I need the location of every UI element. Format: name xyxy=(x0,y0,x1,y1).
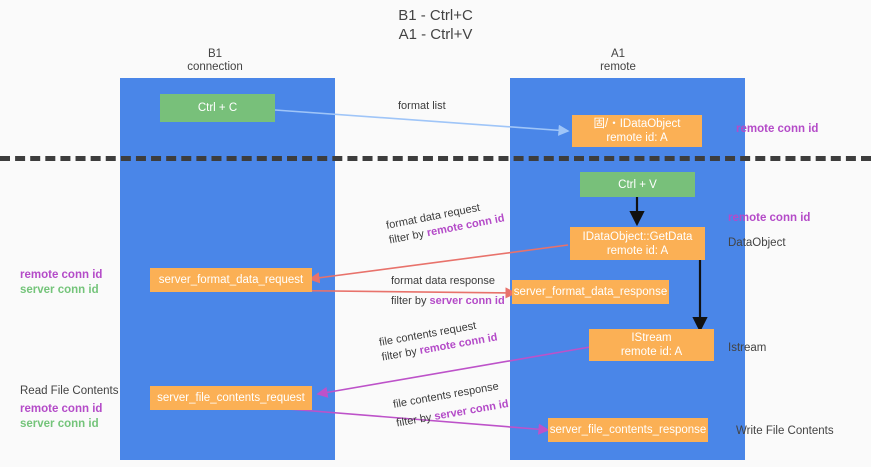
column-header-b1: B1 connection xyxy=(155,48,275,74)
node-server-file-contents-response[interactable]: server_file_contents_response xyxy=(548,418,708,442)
node-server-format-data-response-label: server_format_data_response xyxy=(513,286,668,298)
node-data-object[interactable]: 固/・IDataObject remote id: A xyxy=(572,115,702,147)
node-server-file-contents-response-label: server_file_contents_response xyxy=(549,424,707,436)
edge-label-format-data-response-line-1: format data response xyxy=(391,275,495,287)
annotation-remote-conn-id-top: remote conn id xyxy=(736,123,819,135)
annotation-remote-conn-id-mid: remote conn id xyxy=(728,212,811,224)
node-get-data-line-1: IDataObject::GetData xyxy=(582,230,693,243)
node-server-format-data-request[interactable]: server_format_data_request xyxy=(150,268,312,292)
title-line-2: A1 - Ctrl+V xyxy=(398,26,473,43)
annotation-istream: Istream xyxy=(728,342,767,354)
annotation-left-remote-conn-id-bottom: remote conn id xyxy=(20,403,103,415)
phase-separator xyxy=(0,156,871,161)
edge-label-fcres-prefix: filter by xyxy=(395,411,436,430)
node-server-format-data-request-label: server_format_data_request xyxy=(158,274,304,286)
node-server-file-contents-request-label: server_file_contents_request xyxy=(157,392,305,404)
edge-label-format-list: format list xyxy=(398,99,446,114)
edge-label-format-data-response: format data response filter by server co… xyxy=(391,274,505,309)
title-line-1: B1 - Ctrl+C xyxy=(398,7,473,24)
annotation-left-server-conn-id-bottom: server conn id xyxy=(20,418,99,430)
edge-label-file-contents-request: file contents request filter by remote c… xyxy=(378,316,499,366)
annotation-read-file-contents: Read File Contents xyxy=(20,385,119,397)
node-istream-line-1: IStream xyxy=(631,332,672,344)
column-header-a1-name: A1 xyxy=(610,48,626,60)
edge-label-fdres-key: server conn id xyxy=(429,295,505,307)
node-ctrl-v[interactable]: Ctrl + V xyxy=(580,172,695,197)
column-header-a1: A1 remote xyxy=(558,48,678,74)
node-ctrl-c[interactable]: Ctrl + C xyxy=(160,94,275,122)
edge-label-file-contents-response: file contents response filter by server … xyxy=(392,378,510,431)
column-header-b1-role: connection xyxy=(187,61,243,73)
node-ctrl-c-label: Ctrl + C xyxy=(197,102,238,114)
column-header-b1-name: B1 xyxy=(207,48,223,60)
annotation-left-remote-conn-id-mid: remote conn id xyxy=(20,269,103,281)
node-istream[interactable]: IStream remote id: A xyxy=(589,329,714,361)
node-data-object-line-2: remote id: A xyxy=(606,132,668,144)
node-get-data-line-2: remote id: A xyxy=(606,244,669,257)
edge-label-format-list-text: format list xyxy=(398,100,446,112)
edge-label-fdres-prefix: filter by xyxy=(391,295,430,307)
annotation-write-file-contents: Write File Contents xyxy=(736,425,834,437)
column-header-a1-role: remote xyxy=(600,61,636,73)
node-istream-line-2: remote id: A xyxy=(620,346,683,358)
annotation-left-server-conn-id-mid: server conn id xyxy=(20,284,99,296)
node-data-object-line-1: 固/・IDataObject xyxy=(593,118,681,130)
edge-label-format-data-request: format data request filter by remote con… xyxy=(385,197,506,249)
node-ctrl-v-label: Ctrl + V xyxy=(618,178,657,191)
node-server-format-data-response[interactable]: server_format_data_response xyxy=(512,280,669,304)
annotation-data-object: DataObject xyxy=(728,237,786,249)
page-title: B1 - Ctrl+C A1 - Ctrl+V xyxy=(0,6,871,44)
node-get-data[interactable]: IDataObject::GetData remote id: A xyxy=(570,227,705,260)
node-server-file-contents-request[interactable]: server_file_contents_request xyxy=(150,386,312,410)
edge-label-format-data-response-line-2: filter by server conn id xyxy=(391,294,505,309)
